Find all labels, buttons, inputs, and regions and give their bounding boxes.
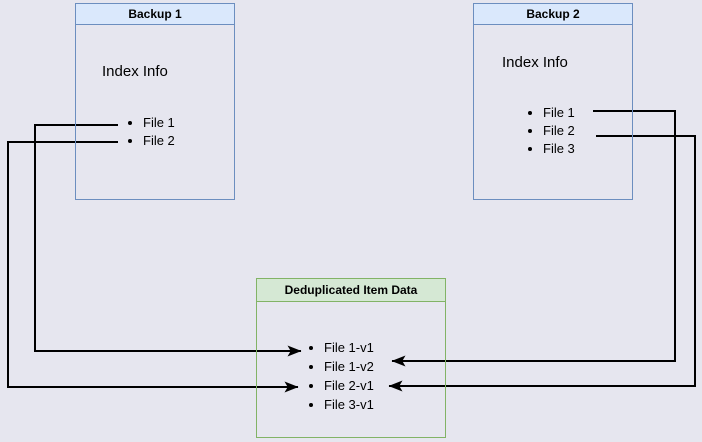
file-list-item: File 1-v2 <box>324 357 374 376</box>
file-list-item: File 2 <box>143 132 175 150</box>
dedup-file-list: File 1-v1File 1-v2File 2-v1File 3-v1 <box>307 338 374 414</box>
file-list-item: File 2 <box>543 122 575 140</box>
file-list-item: File 2-v1 <box>324 376 374 395</box>
backup2-title: Backup 2 <box>474 4 632 25</box>
backup1-index-info-label: Index Info <box>102 63 168 80</box>
backup1-box: Backup 1 Index Info File 1File 2 <box>75 3 235 200</box>
backup2-box: Backup 2 Index Info File 1File 2File 3 <box>473 3 633 200</box>
backup2-file-list: File 1File 2File 3 <box>526 104 575 158</box>
backup1-file-list: File 1File 2 <box>126 114 175 150</box>
file-list-item: File 3-v1 <box>324 395 374 414</box>
deduplicated-item-data-box: Deduplicated Item Data File 1-v1File 1-v… <box>256 278 446 438</box>
backup2-index-info-label: Index Info <box>502 54 568 71</box>
deduplicated-item-data-title: Deduplicated Item Data <box>257 279 445 302</box>
file-list-item: File 1 <box>143 114 175 132</box>
file-list-item: File 1-v1 <box>324 338 374 357</box>
file-list-item: File 3 <box>543 140 575 158</box>
file-list-item: File 1 <box>543 104 575 122</box>
backup1-title: Backup 1 <box>76 4 234 25</box>
